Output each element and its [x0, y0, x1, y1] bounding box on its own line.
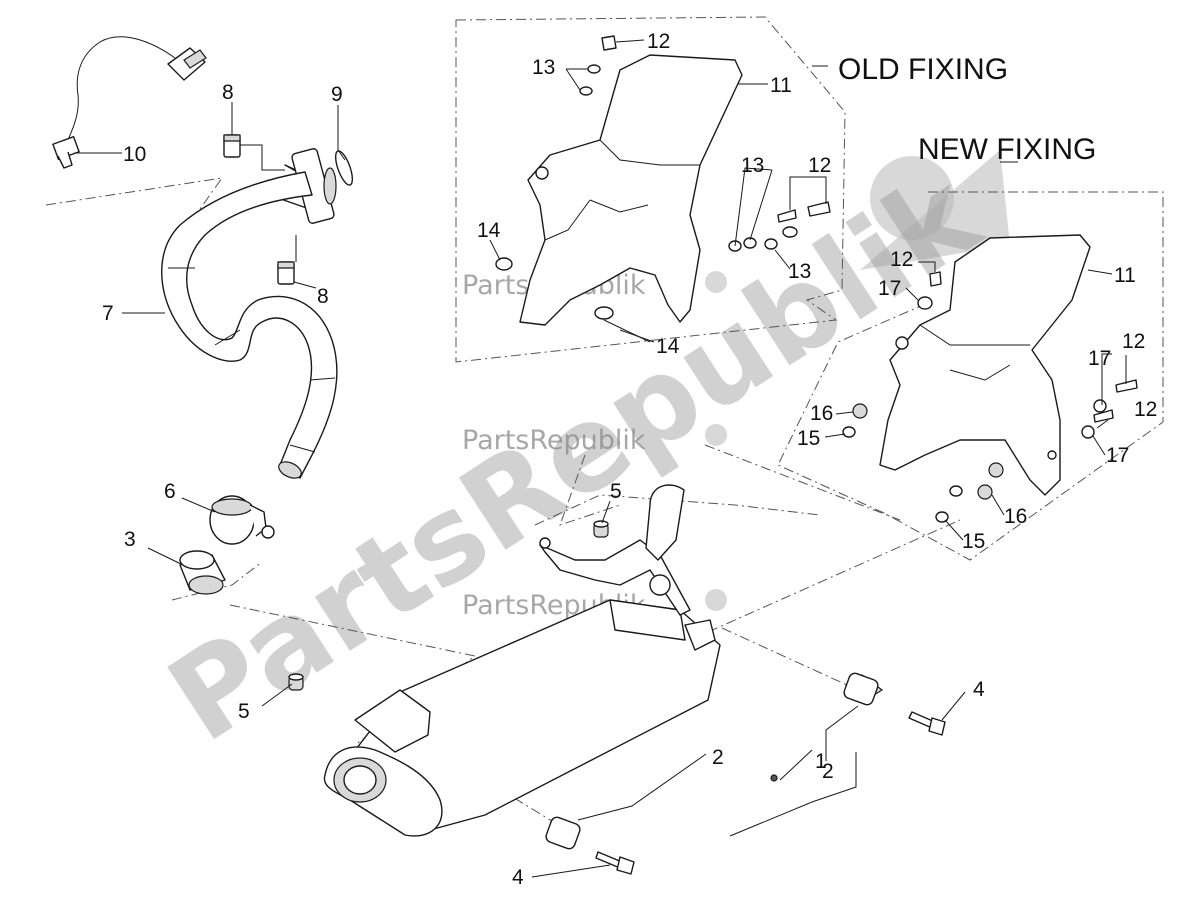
callout-10: 10 — [123, 143, 146, 166]
gasket-upper — [223, 134, 241, 158]
header-pipe — [161, 148, 338, 479]
heat-shield-old — [519, 54, 743, 326]
old-fixing-outline — [455, 16, 846, 363]
callout-7: 7 — [102, 302, 114, 325]
axis-line-4 — [559, 454, 621, 526]
callout-12-old-mid: 12 — [808, 154, 831, 177]
callout-16-new-bottom: 16 — [1004, 505, 1027, 528]
callout-1: 1 — [815, 750, 827, 773]
callout-12-new-top: 12 — [890, 248, 913, 271]
callout-4-left: 4 — [512, 866, 524, 889]
callout-14-old-left: 14 — [477, 219, 501, 242]
sleeve — [179, 550, 226, 595]
callout-8-upper: 8 — [222, 81, 234, 104]
callout-17-new-lower: 17 — [1106, 444, 1129, 467]
callout-15-new-bottom: 15 — [962, 530, 985, 553]
callout-15-new-left: 15 — [797, 427, 820, 450]
clamp — [209, 495, 275, 545]
callout-4-right: 4 — [973, 678, 985, 701]
callout-13-old-top: 13 — [532, 56, 555, 79]
callout-6: 6 — [164, 480, 176, 503]
rubber-mount-lower — [288, 673, 304, 691]
callout-14-old-bottom: 14 — [656, 335, 680, 358]
callout-5-lower: 5 — [238, 700, 250, 723]
bolt-right — [908, 711, 946, 736]
new-fixing-heading: NEW FIXING — [918, 133, 1096, 166]
axis-line-1 — [704, 444, 901, 521]
old-fixing-hardware — [495, 35, 831, 320]
callout-13-old-bottom: 13 — [788, 260, 811, 283]
heat-shield-new — [879, 234, 1091, 496]
spacer-right — [843, 672, 884, 706]
axis-line-3 — [721, 627, 859, 691]
lambda-sensor — [52, 36, 207, 169]
callout-11-old: 11 — [770, 74, 792, 97]
callout-12-new-lower: 12 — [1134, 398, 1157, 421]
callout-12-old-top: 12 — [647, 30, 670, 53]
leader-lines — [74, 39, 1127, 878]
gear-icon — [705, 271, 727, 611]
bracket-outline — [534, 494, 821, 526]
old-fixing-heading: OLD FIXING — [838, 53, 1008, 86]
callout-3: 3 — [124, 528, 136, 551]
callout-11-new: 11 — [1114, 264, 1136, 287]
new-fixing-hardware — [842, 271, 1138, 523]
callout-2-left: 2 — [712, 746, 724, 769]
callout-17-new-right: 17 — [1088, 347, 1111, 370]
watermark-gear-icon-large — [860, 150, 1010, 270]
axis-line-2 — [689, 519, 961, 641]
callout-5-upper: 5 — [610, 480, 622, 503]
callout-8-lower: 8 — [317, 285, 329, 308]
spacer-left — [545, 816, 581, 850]
gasket-lower — [277, 261, 295, 285]
callout-13-old-mid: 13 — [741, 154, 764, 177]
axis-line-5 — [394, 724, 561, 827]
callout-9: 9 — [331, 83, 343, 106]
callout-17-new-top: 17 — [878, 277, 901, 300]
gasket-ring — [334, 150, 354, 186]
watermark-small-2: PartsRepublik — [462, 425, 646, 456]
silencer — [323, 484, 778, 837]
callout-12-new-right: 12 — [1122, 330, 1145, 353]
bolt-left — [595, 851, 635, 875]
rubber-mount-upper — [593, 520, 609, 538]
callout-2-right: 2 — [822, 760, 834, 783]
clamp-group-outline — [171, 561, 263, 601]
callout-16-new-left: 16 — [810, 402, 833, 425]
